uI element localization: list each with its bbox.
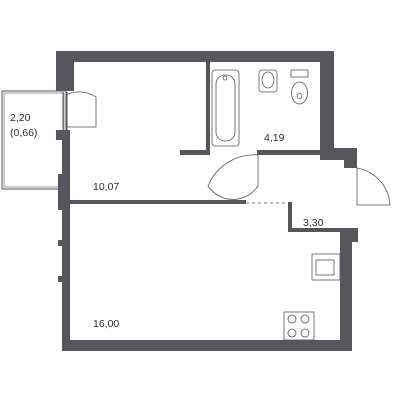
balcony-reduced-area-label: (0,66) [10, 127, 37, 139]
bathroom-area-label: 4,19 [264, 132, 285, 144]
windows [58, 92, 70, 336]
stove-icon [283, 311, 315, 341]
living-room-area-label: 16,00 [93, 318, 119, 330]
hallway-area-label: 10,07 [93, 181, 119, 193]
balcony-area-label: 2,20 [10, 112, 31, 124]
bathtub-icon [211, 69, 240, 147]
exterior-walls [56, 51, 358, 351]
doors [65, 91, 391, 206]
toilet-icon [290, 69, 309, 105]
kitchen-area-label: 3,30 [303, 217, 324, 229]
sink-icon [258, 69, 278, 93]
kitchen-sink-icon [311, 253, 341, 281]
interior-walls [70, 62, 340, 232]
